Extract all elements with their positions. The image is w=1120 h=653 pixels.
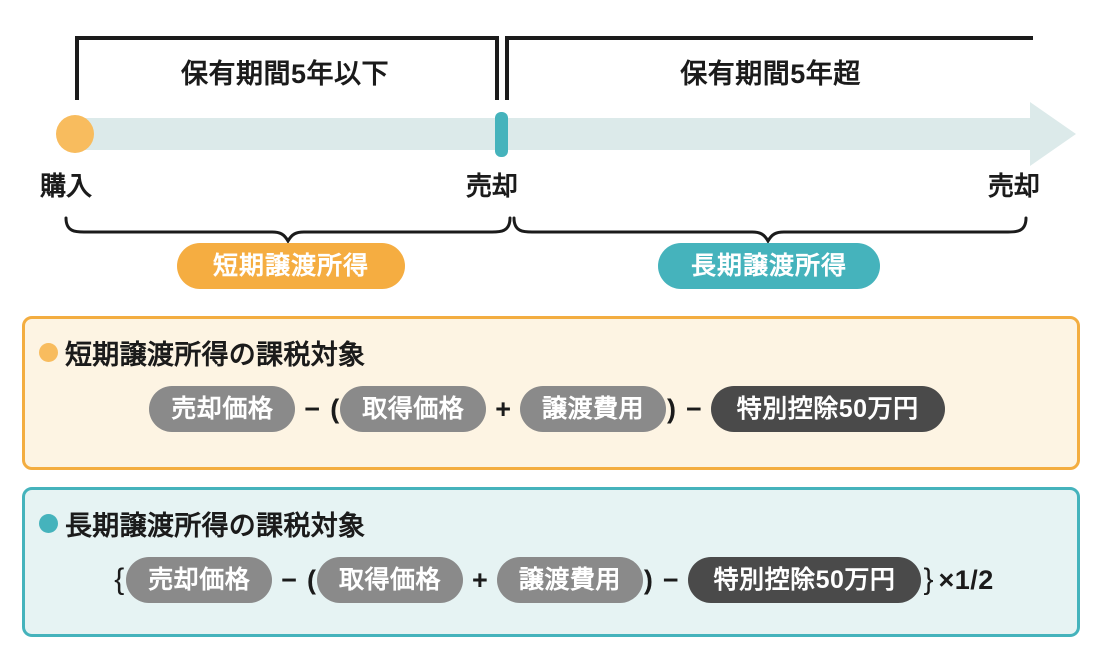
- operator-minus-2: −: [662, 564, 679, 595]
- paren-close: ): [643, 564, 653, 595]
- paren-open: (: [307, 564, 317, 595]
- brace-close: }: [923, 563, 934, 596]
- brace-short-period: [64, 216, 512, 245]
- operator-minus-1: −: [304, 393, 321, 424]
- bracket-short-period: [75, 36, 499, 100]
- purchase-point-marker: [56, 115, 94, 153]
- term-transfer-cost: 譲渡費用: [496, 557, 643, 603]
- term-sale-price: 売却価格: [126, 557, 273, 603]
- paren-open: (: [330, 393, 340, 424]
- bracket-long-period: [505, 36, 1033, 100]
- long-term-formula: { 売却価格 − ( 取得価格 + 譲渡費用 ) − 特別控除50万円 } ×1…: [25, 557, 1077, 603]
- term-special-deduction: 特別控除50万円: [710, 386, 945, 432]
- short-term-tax-box: 短期譲渡所得の課税対象 売却価格 − ( 取得価格 + 譲渡費用 ) − 特別控…: [22, 316, 1080, 470]
- term-sale-price: 売却価格: [149, 386, 296, 432]
- timeline-bar-arrow: [70, 102, 1076, 166]
- long-term-box-header: 長期譲渡所得の課税対象: [39, 504, 1077, 543]
- operator-minus-1: −: [281, 564, 298, 595]
- term-special-deduction: 特別控除50万円: [687, 557, 922, 603]
- term-acquisition-price: 取得価格: [340, 386, 487, 432]
- point-label-sale-early: 売却: [466, 171, 519, 201]
- bullet-dot-icon: [39, 343, 58, 362]
- brace-open: {: [114, 563, 125, 596]
- badge-short-term-gain: 短期譲渡所得: [177, 243, 405, 289]
- timeline-graphics: [56, 36, 1076, 245]
- operator-plus: +: [472, 564, 488, 595]
- multiplier-one-half: ×1/2: [938, 564, 994, 595]
- short-term-box-heading: 短期譲渡所得の課税対象: [65, 340, 366, 370]
- sale-split-marker: [495, 112, 508, 157]
- badge-long-term-gain: 長期譲渡所得: [658, 243, 880, 289]
- operator-minus-2: −: [686, 393, 702, 424]
- paren-close: ): [667, 393, 676, 424]
- short-term-box-header: 短期譲渡所得の課税対象: [39, 333, 1077, 372]
- long-term-tax-box: 長期譲渡所得の課税対象 { 売却価格 − ( 取得価格 + 譲渡費用 ) − 特…: [22, 487, 1080, 637]
- bullet-dot-icon: [39, 514, 58, 533]
- period-label-short: 保有期間5年以下: [180, 59, 390, 89]
- period-label-long: 保有期間5年超: [680, 59, 861, 89]
- term-transfer-cost: 譲渡費用: [519, 386, 666, 432]
- point-label-sale-late: 売却: [988, 171, 1041, 201]
- term-acquisition-price: 取得価格: [317, 557, 464, 603]
- short-term-formula: 売却価格 − ( 取得価格 + 譲渡費用 ) − 特別控除50万円: [25, 386, 1077, 432]
- brace-long-period: [512, 216, 1028, 245]
- point-label-purchase: 購入: [40, 171, 93, 201]
- operator-plus: +: [495, 393, 511, 424]
- long-term-box-heading: 長期譲渡所得の課税対象: [65, 511, 366, 541]
